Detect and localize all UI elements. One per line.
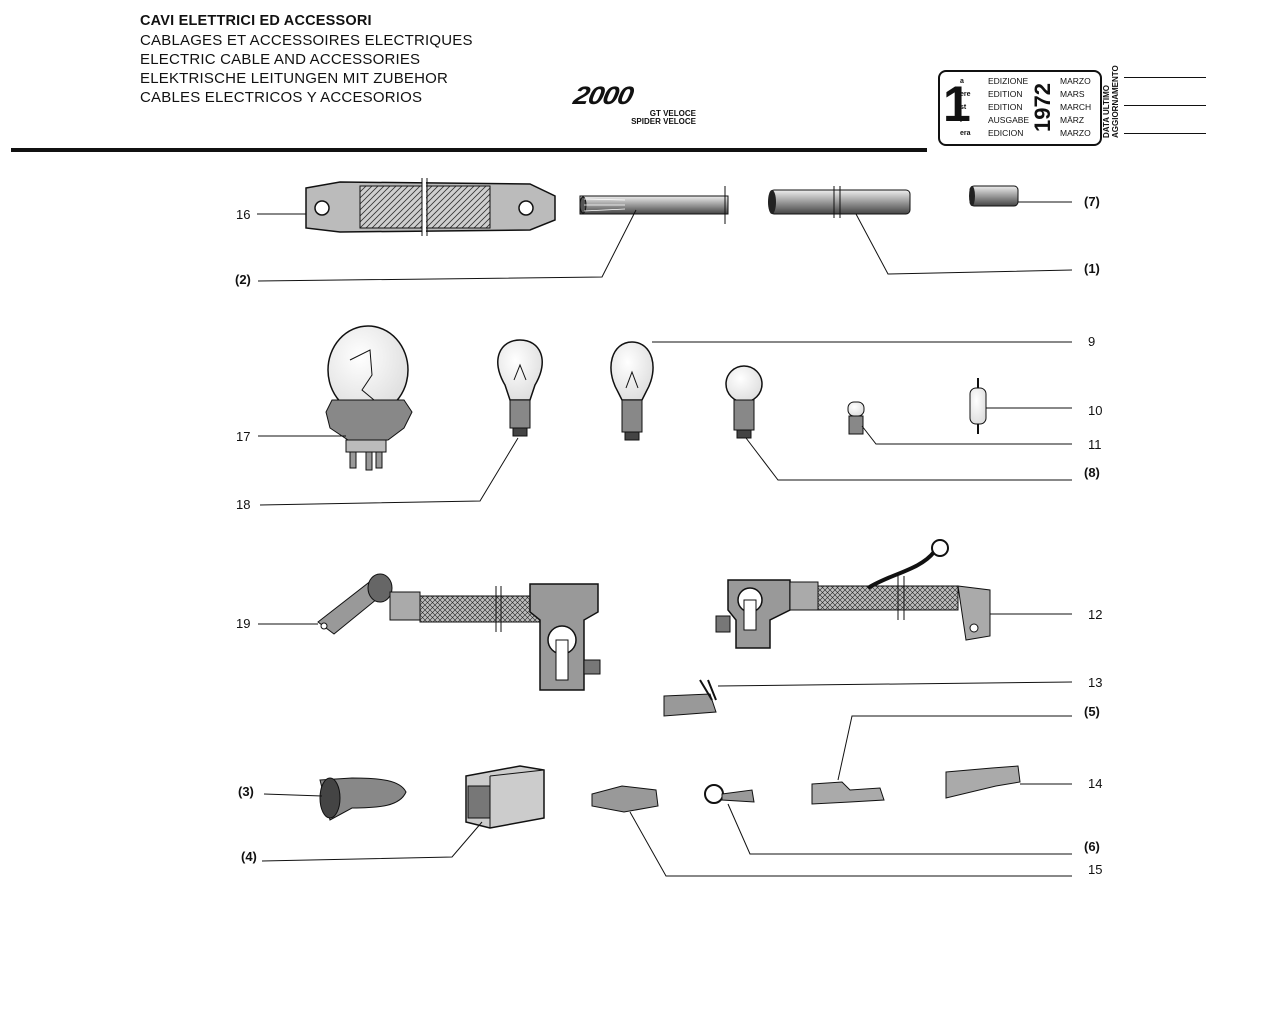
edition-label: AUSGABE — [988, 115, 1030, 125]
edition-month: MÄRZ — [1060, 115, 1085, 125]
catalog-title-block: CAVI ELETTRICI ED ACCESSORI CABLAGES ET … — [140, 12, 473, 107]
edition-suffix: st — [960, 104, 967, 111]
callout-9: 9 — [1088, 334, 1096, 349]
edition-month: MARS — [1060, 89, 1085, 99]
part-12-battery-cable — [715, 539, 1072, 649]
part-17-headlamp-bulb — [258, 325, 413, 471]
callout-10: 10 — [1088, 403, 1103, 418]
title-english: ELECTRIC CABLE AND ACCESSORIES — [140, 51, 421, 68]
callout-19: 19 — [236, 616, 251, 631]
callout-12: 12 — [1088, 607, 1103, 622]
callout-4: (4) — [241, 849, 257, 864]
title-french: CABLAGES ET ACCESSOIRES ELECTRIQUES — [140, 32, 473, 49]
model-logo: 2000 GT VELOCE SPIDER VELOCE — [571, 82, 698, 130]
edition-suffix: . — [960, 117, 962, 124]
callout-15: 15 — [1088, 862, 1103, 877]
title-german: ELEKTRISCHE LEITUNGEN MIT ZUBEHOR — [140, 70, 449, 87]
update-entry-line — [1124, 77, 1206, 78]
edition-month: MARZO — [1060, 76, 1091, 86]
edition-label: EDITION — [988, 102, 1023, 112]
callout-18: 18 — [236, 497, 251, 512]
callout-13: 13 — [1088, 675, 1103, 690]
part-1-sleeve — [768, 186, 1073, 275]
edition-label: EDITION — [988, 89, 1023, 99]
part-19-battery-cable — [258, 573, 601, 691]
edition-label: EDICION — [988, 128, 1024, 138]
edition-suffix: a — [960, 78, 964, 85]
logo-line-gt-veloce: GT VELOCE — [649, 109, 696, 118]
part-5-terminal — [811, 715, 1072, 805]
part-8-bulb — [725, 365, 1072, 481]
part-10-festoon-bulb — [969, 378, 1072, 434]
edition-box: 1 a ere st . era EDIZIONE EDITION EDITIO… — [938, 70, 1102, 146]
callout-8: (8) — [1084, 465, 1100, 480]
callout-7: (7) — [1084, 194, 1100, 209]
title-spanish: CABLES ELECTRICOS Y ACCESORIOS — [140, 89, 423, 106]
callout-11: 11 — [1088, 437, 1102, 452]
edition-month: MARZO — [1060, 128, 1091, 138]
callout-2: (2) — [235, 272, 251, 287]
part-2-cable — [257, 186, 729, 282]
callout-14: 14 — [1088, 776, 1103, 791]
callout-1: (1) — [1084, 261, 1100, 276]
logo-line-spider-veloce: SPIDER VELOCE — [631, 117, 696, 126]
callout-17: 17 — [236, 429, 251, 444]
part-3-boot — [263, 777, 407, 821]
edition-suffix: ere — [960, 91, 971, 98]
header-rule — [11, 148, 927, 152]
edition-suffix: era — [960, 130, 971, 137]
part-11-small-bulb — [847, 401, 1072, 445]
part-16-ground-strap — [257, 178, 556, 236]
part-15-terminal — [591, 785, 1072, 877]
title-italian: CAVI ELETTRICI ED ACCESSORI — [140, 13, 372, 29]
edition-number: 1 — [943, 76, 971, 132]
callout-3: (3) — [238, 784, 254, 799]
update-entry-line — [1124, 133, 1206, 134]
callout-6: (6) — [1084, 839, 1100, 854]
callout-5: (5) — [1084, 704, 1100, 719]
part-6-ring-terminal — [704, 784, 1072, 855]
part-18-bulb — [259, 339, 543, 506]
edition-label: EDIZIONE — [988, 76, 1029, 86]
edition-month: MARCH — [1060, 102, 1092, 112]
update-entry-line — [1124, 105, 1206, 106]
part-9-bulb — [610, 341, 1072, 441]
part-7-short-sleeve — [969, 185, 1072, 207]
callout-16: 16 — [236, 207, 251, 222]
part-4-connector-housing — [261, 765, 545, 862]
part-14-terminal — [945, 765, 1072, 799]
part-13-terminal — [663, 679, 1073, 717]
